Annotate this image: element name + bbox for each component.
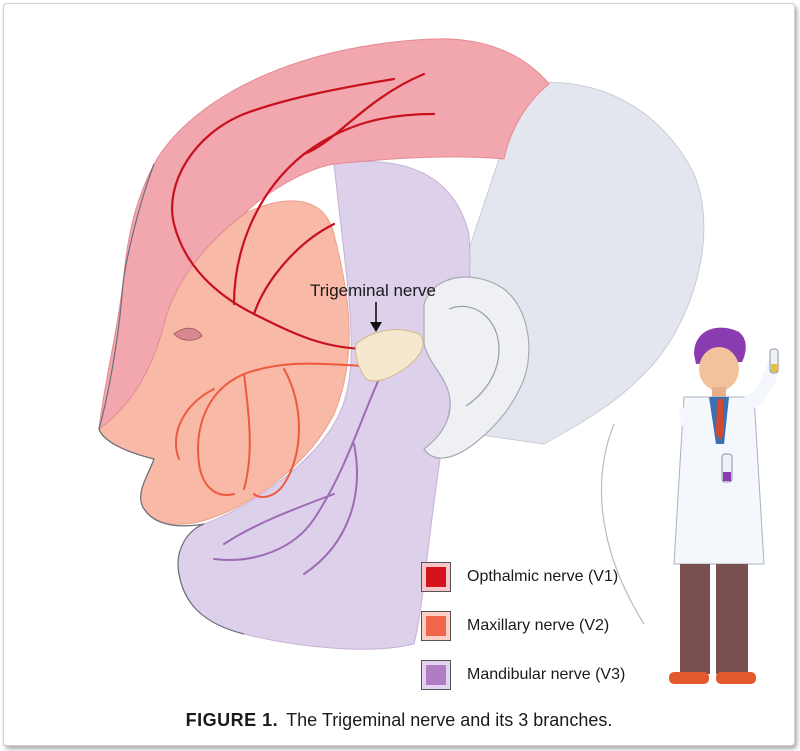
flask-liquid xyxy=(723,472,731,481)
face-profile xyxy=(98,163,245,635)
v1-trunk xyxy=(171,77,396,351)
scientist-neck xyxy=(712,387,726,397)
figure-caption-label: FIGURE 1. xyxy=(185,710,279,730)
legend-label-v3: Mandibular nerve (V3) xyxy=(467,666,626,683)
legend-swatch-v3 xyxy=(421,660,451,690)
scientist-figure xyxy=(669,327,781,684)
v2-trunk xyxy=(197,362,365,496)
ear-inner xyxy=(448,305,500,407)
legend-item-v3: Mandibular nerve (V3) xyxy=(421,655,625,695)
figure-caption: FIGURE 1. The Trigeminal nerve and its 3 … xyxy=(4,710,794,731)
scientist-leg-left xyxy=(680,564,710,674)
eye xyxy=(173,327,203,341)
trigeminal-ganglion xyxy=(355,329,424,382)
v3-branch-a xyxy=(303,443,358,575)
scientist-face xyxy=(699,347,739,391)
v2-branch-a xyxy=(243,373,251,490)
v2-branch-c xyxy=(174,388,215,460)
neck-outline xyxy=(600,423,645,625)
legend-item-v2: Maxillary nerve (V2) xyxy=(421,606,625,646)
legend-label-v1: Opthalmic nerve (V1) xyxy=(467,568,619,585)
v1-branch-c xyxy=(252,222,336,316)
scientist-arm-down xyxy=(679,407,731,471)
scientist-shoe-left xyxy=(669,672,709,684)
v2-branch-b xyxy=(253,368,300,498)
figure-caption-text: The Trigeminal nerve and its 3 branches. xyxy=(286,710,613,730)
legend-swatch-v2 xyxy=(421,611,451,641)
v1-nerve xyxy=(171,72,436,351)
trigeminal-illustration xyxy=(98,38,781,684)
legend-item-v1: Opthalmic nerve (V1) xyxy=(421,557,625,597)
v1-region xyxy=(98,38,550,431)
legend-label-v2: Maxillary nerve (V2) xyxy=(467,617,610,634)
ear xyxy=(423,276,530,459)
v3-nerve xyxy=(213,378,380,575)
scientist-tie xyxy=(716,399,724,440)
v3-branch-b xyxy=(223,493,335,545)
trigeminal-nerve-label: Trigeminal nerve xyxy=(310,281,436,300)
legend-swatch-v1 xyxy=(421,562,451,592)
v1-branch-b xyxy=(302,72,426,156)
v3-trunk xyxy=(213,378,380,561)
test-tube-liquid xyxy=(771,364,777,372)
label-arrow-head xyxy=(370,322,382,332)
v2-nerve xyxy=(174,362,365,498)
scientist-leg-right xyxy=(716,564,748,674)
legend: Opthalmic nerve (V1) Maxillary nerve (V2… xyxy=(421,557,625,704)
scientist-shoe-right xyxy=(716,672,756,684)
figure-frame: Trigeminal nerve Opthalmic nerve (V1) Ma… xyxy=(3,3,795,746)
